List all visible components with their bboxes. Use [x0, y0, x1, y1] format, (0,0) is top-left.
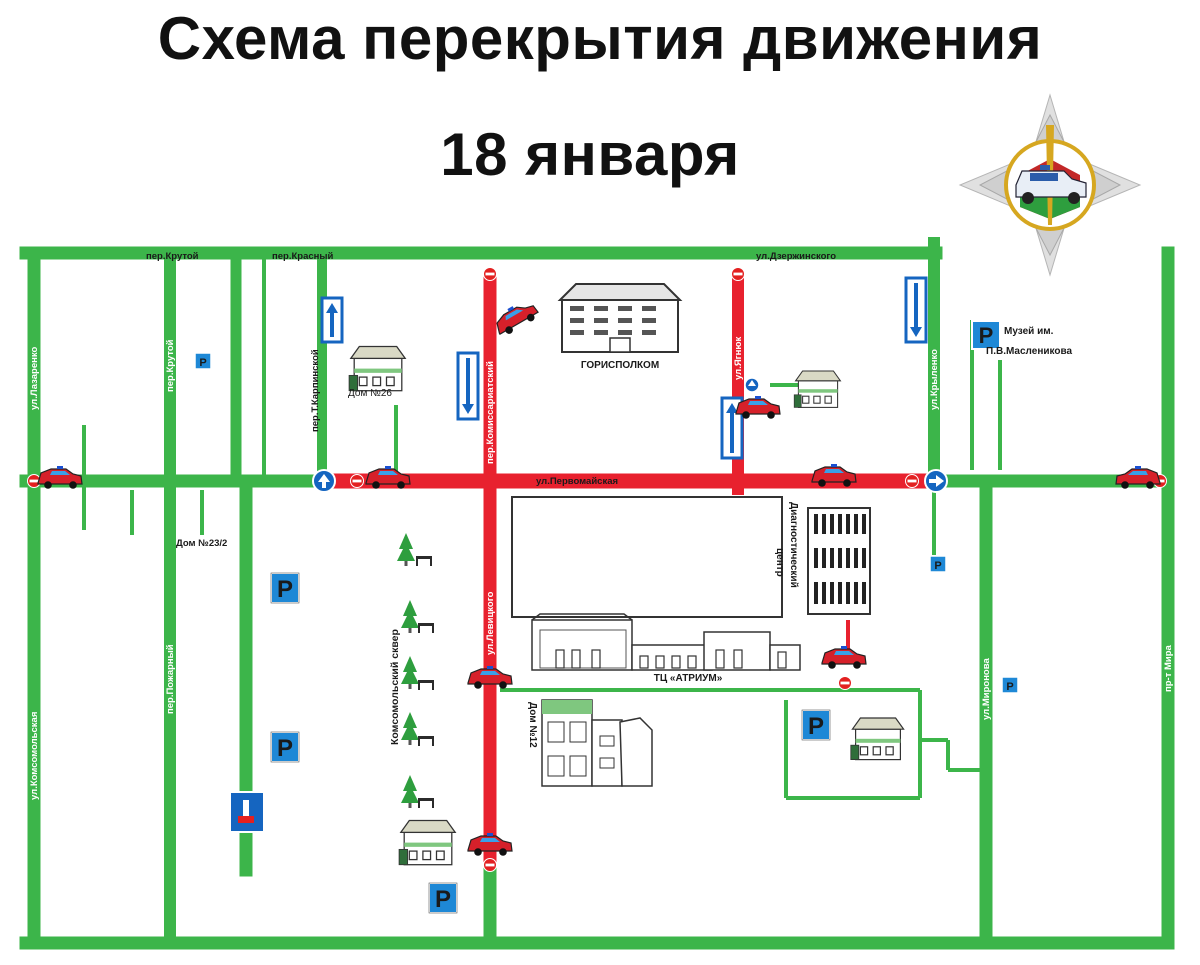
street-label-pozharny: пер.Пожарный [165, 644, 176, 714]
dom26-label: Дом №26 [348, 388, 392, 399]
street-label-lazarenko: ул.Лазаренко [29, 347, 40, 410]
street-label-mira: пр-т Мира [1163, 644, 1174, 692]
page-title: Схема перекрытия движения [157, 5, 1043, 72]
building-icon [511, 496, 801, 671]
dead-end-icon [229, 791, 265, 833]
building-icon [793, 370, 841, 408]
street-label-dzerzhinskogo: ул.Дзержинского [756, 251, 836, 262]
svg-text:P: P [435, 886, 451, 913]
svg-text:P: P [979, 323, 994, 348]
svg-text:P: P [808, 713, 824, 740]
street-label-yagnyuk: ул.Ягнюк [733, 337, 744, 380]
street-label-krylenko: ул.Крыленко [929, 349, 940, 410]
building-icon [398, 819, 456, 866]
street-label-krasny: пер.Красный [272, 251, 333, 262]
diag-center-label-2: центр [774, 548, 785, 577]
street-label-komsomolskaya: ул.Комсомольская [29, 712, 40, 800]
diag-center-label: Диагностический [788, 502, 799, 588]
museum-label-1: Музей им. [1004, 326, 1054, 337]
svg-text:P: P [277, 576, 293, 603]
parking-icon: P P P P P P P P [194, 320, 1019, 914]
street-label-karpinskoy: пер.Т.Карпинской [310, 349, 321, 432]
dom12-label: Дом №12 [527, 702, 538, 748]
street-label-pervomayskaya: ул.Первомайская [536, 476, 618, 487]
building-icon [348, 345, 406, 392]
mandatory-direction-icon [312, 377, 948, 493]
svg-text:P: P [1006, 681, 1013, 693]
svg-text:P: P [199, 357, 206, 369]
gorispolkom-label: ГОРИСПОЛКОМ [581, 360, 659, 371]
street-label-krutoy: пер.Крутой [165, 339, 176, 392]
museum-label-2: П.В.Масленикова [986, 346, 1073, 357]
street-label-mironova: ул.Миронова [981, 658, 992, 720]
atrium-label: ТЦ «АТРИУМ» [654, 673, 723, 684]
building-icon [541, 699, 653, 787]
street-label-komissariatskiy: пер.Комиссариатский [485, 361, 496, 464]
dom23-label: Дом №23/2 [176, 538, 227, 549]
square-label: Комсомольский сквер [389, 629, 401, 745]
building-icon [850, 717, 905, 761]
svg-text:P: P [277, 735, 293, 762]
street-label-levitskogo: ул.Левицкого [485, 591, 496, 655]
date-subtitle: 18 января [440, 121, 740, 188]
street-label-krutoy-top: пер.Крутой [146, 251, 199, 262]
emblem-icon [958, 93, 1142, 277]
building-icon [807, 507, 871, 615]
svg-text:P: P [934, 560, 941, 572]
bench-icon [416, 556, 434, 808]
building-icon [557, 283, 683, 353]
